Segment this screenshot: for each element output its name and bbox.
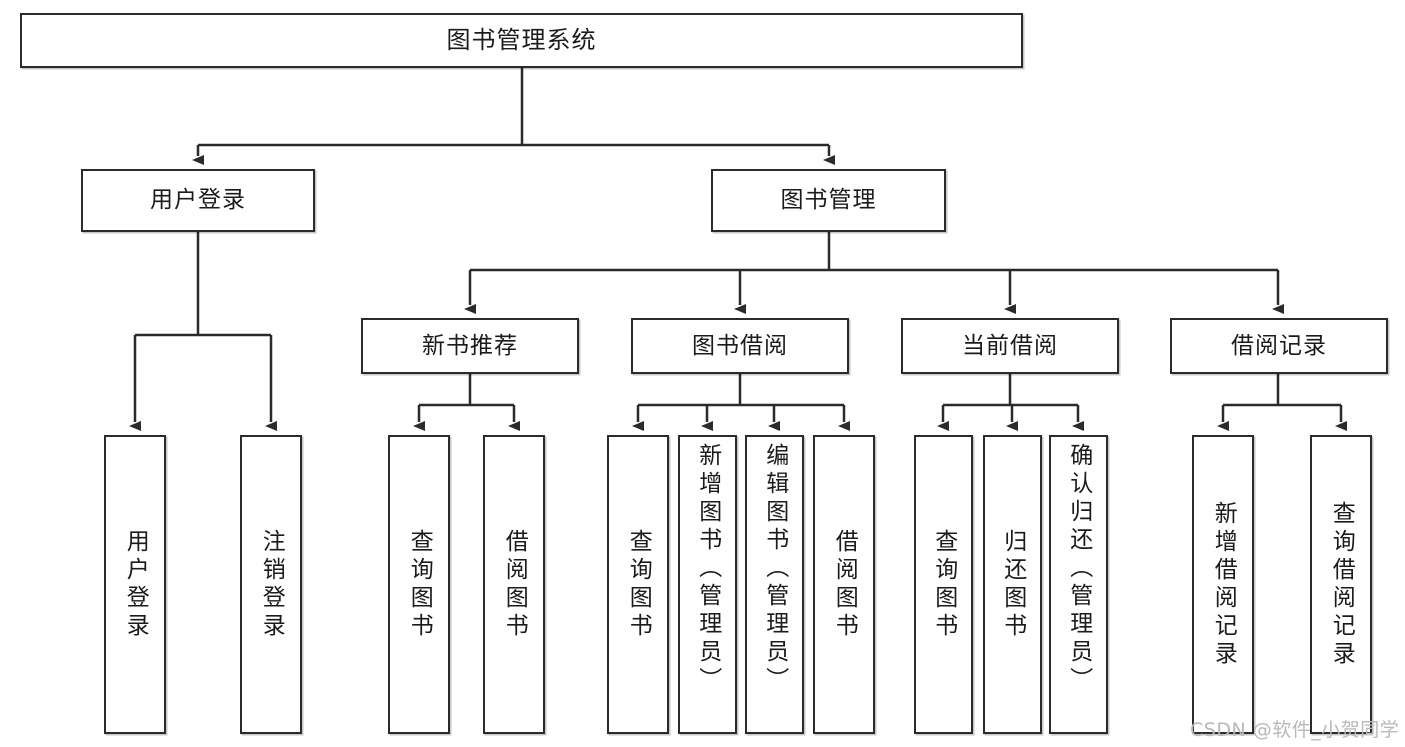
node-user-login-label: 用户登录 bbox=[150, 187, 246, 214]
node-leaf-logout-label: 注销登录 bbox=[258, 528, 285, 641]
node-leaf-confirm-return-admin[interactable]: 确认归还（管理员） bbox=[1049, 435, 1108, 734]
node-leaf-add-borrow-record-label: 新增借阅记录 bbox=[1210, 500, 1237, 669]
node-book-borrow[interactable]: 图书借阅 bbox=[631, 318, 849, 374]
node-user-login[interactable]: 用户登录 bbox=[81, 169, 315, 232]
node-leaf-edit-book-admin-label: 编辑图书（管理员） bbox=[761, 443, 788, 695]
node-leaf-query-books-borrow-label: 查询图书 bbox=[625, 528, 652, 641]
node-new-book-recommend-label: 新书推荐 bbox=[422, 332, 518, 359]
node-leaf-return-books-label: 归还图书 bbox=[999, 528, 1026, 641]
node-leaf-add-book-admin[interactable]: 新增图书（管理员） bbox=[678, 435, 737, 734]
node-leaf-query-books-rec[interactable]: 查询图书 bbox=[388, 435, 450, 734]
node-leaf-add-borrow-record[interactable]: 新增借阅记录 bbox=[1192, 435, 1254, 734]
node-leaf-return-books[interactable]: 归还图书 bbox=[983, 435, 1042, 734]
node-leaf-borrow-books[interactable]: 借阅图书 bbox=[813, 435, 875, 734]
node-book-management-label: 图书管理 bbox=[780, 187, 877, 214]
node-root[interactable]: 图书管理系统 bbox=[20, 13, 1023, 68]
node-current-borrow-label: 当前借阅 bbox=[962, 332, 1058, 359]
node-leaf-confirm-return-admin-label: 确认归还（管理员） bbox=[1065, 443, 1092, 695]
node-borrow-record[interactable]: 借阅记录 bbox=[1170, 318, 1388, 374]
node-leaf-user-login[interactable]: 用户登录 bbox=[104, 435, 166, 734]
node-leaf-query-books-rec-label: 查询图书 bbox=[406, 528, 433, 641]
node-book-management[interactable]: 图书管理 bbox=[711, 169, 946, 232]
node-leaf-edit-book-admin[interactable]: 编辑图书（管理员） bbox=[745, 435, 804, 734]
node-leaf-query-borrow-record-label: 查询借阅记录 bbox=[1328, 500, 1355, 669]
node-leaf-query-borrow-record[interactable]: 查询借阅记录 bbox=[1310, 435, 1372, 734]
node-new-book-recommend[interactable]: 新书推荐 bbox=[361, 318, 579, 374]
node-current-borrow[interactable]: 当前借阅 bbox=[901, 318, 1119, 374]
node-leaf-user-login-label: 用户登录 bbox=[122, 528, 149, 641]
node-root-label: 图书管理系统 bbox=[446, 25, 597, 54]
watermark: CSDN @软件_小贺同学 bbox=[1190, 719, 1400, 741]
node-leaf-add-book-admin-label: 新增图书（管理员） bbox=[694, 443, 721, 695]
node-leaf-borrow-books-rec[interactable]: 借阅图书 bbox=[483, 435, 545, 734]
node-leaf-logout[interactable]: 注销登录 bbox=[240, 435, 302, 734]
node-borrow-record-label: 借阅记录 bbox=[1231, 332, 1327, 359]
node-book-borrow-label: 图书借阅 bbox=[692, 332, 788, 359]
node-leaf-query-books-current[interactable]: 查询图书 bbox=[914, 435, 973, 734]
node-leaf-borrow-books-rec-label: 借阅图书 bbox=[501, 528, 528, 641]
node-leaf-borrow-books-label: 借阅图书 bbox=[831, 528, 858, 641]
node-leaf-query-books-current-label: 查询图书 bbox=[930, 528, 957, 641]
node-leaf-query-books-borrow[interactable]: 查询图书 bbox=[607, 435, 669, 734]
